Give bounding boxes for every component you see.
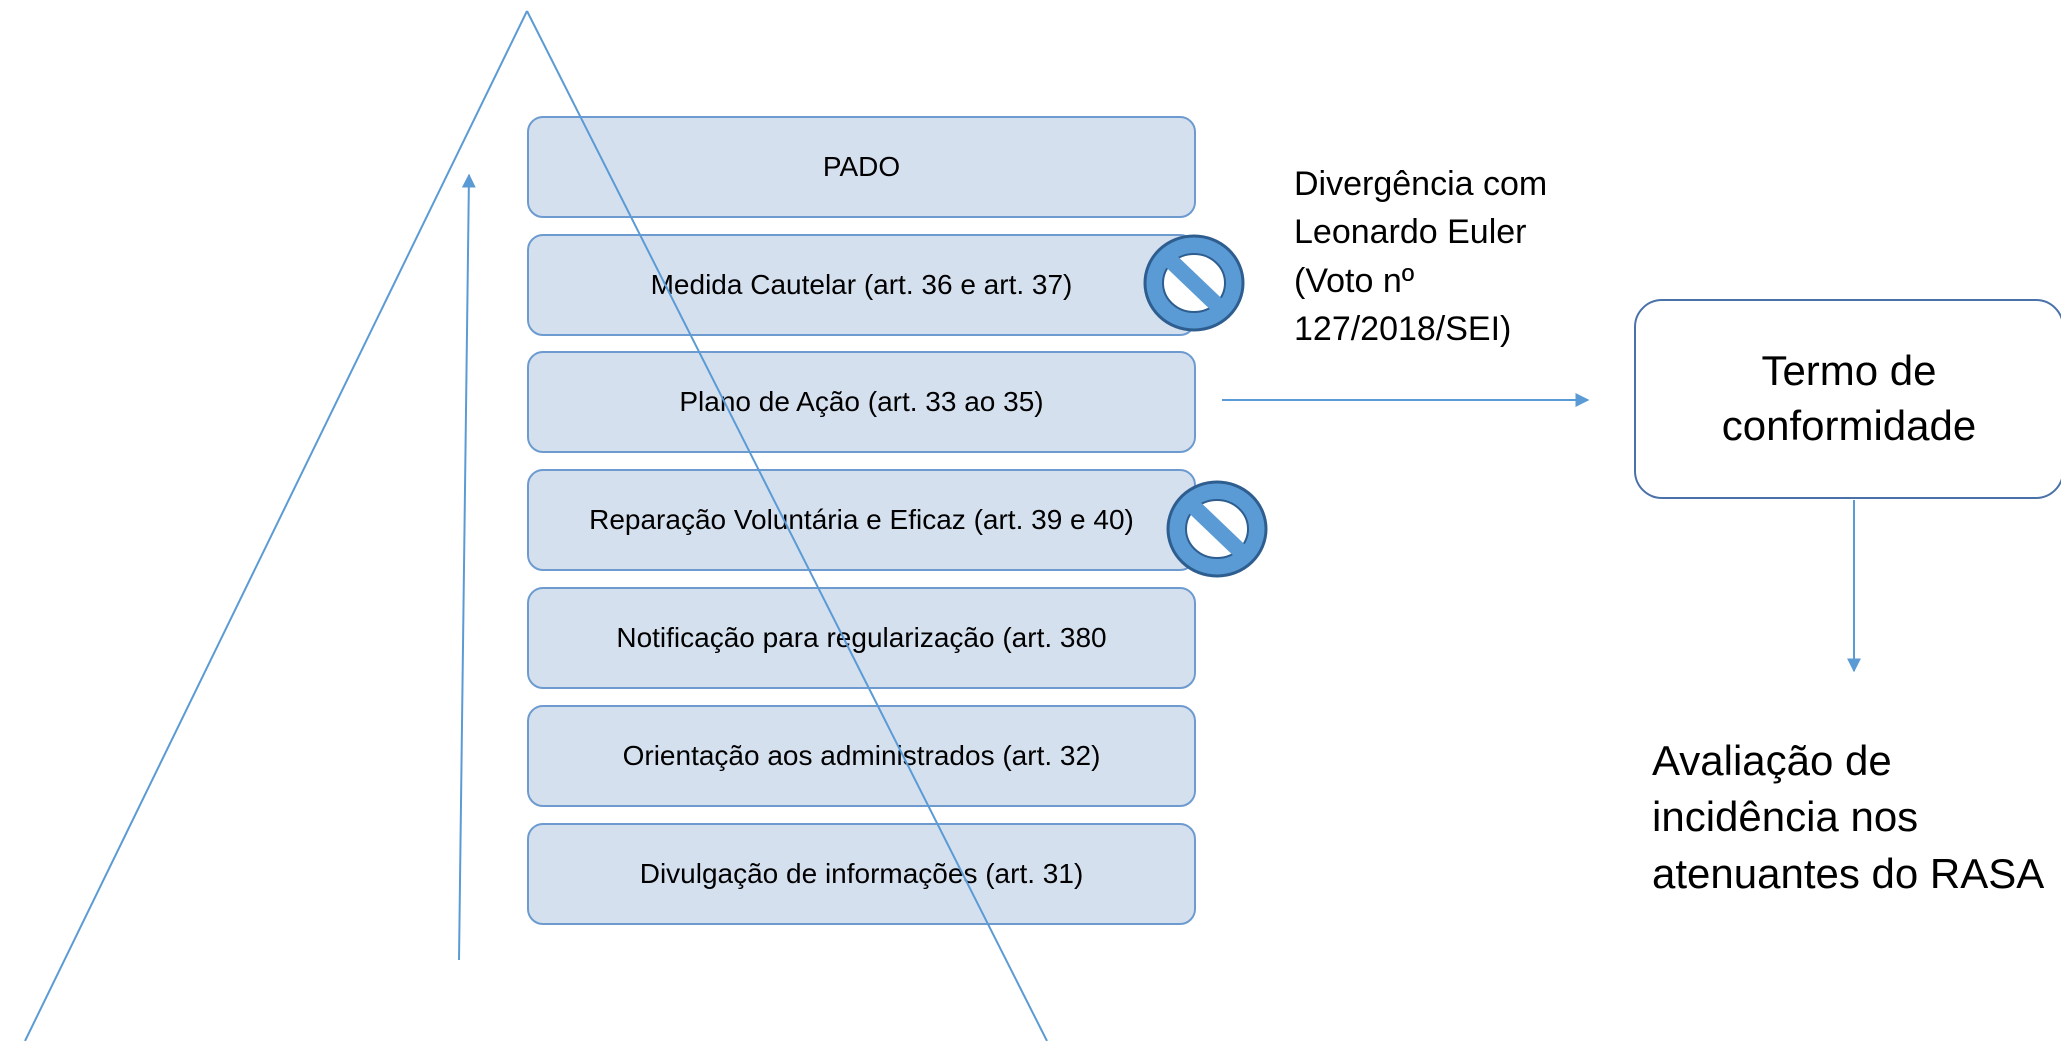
level-label: Medida Cautelar (art. 36 e art. 37) [650, 269, 1073, 300]
level-label: Divulgação de informações (art. 31) [639, 858, 1084, 889]
level-label: Orientação aos administrados (art. 32) [622, 740, 1101, 771]
divergence-note: Divergência com Leonardo Euler (Voto nº … [1294, 160, 1594, 353]
up-arrow-icon [458, 173, 476, 961]
level-label: PADO [822, 151, 901, 182]
level-divulgacao: Divulgação de informações (art. 31) [527, 823, 1196, 925]
prohibition-icon [1166, 480, 1268, 578]
level-label: Notificação para regularização (art. 380 [616, 622, 1107, 653]
conformity-term-label: Termo de conformidade [1721, 347, 1977, 449]
divergence-note-text: Divergência com Leonardo Euler (Voto nº … [1294, 165, 1548, 348]
level-medida-cautelar: Medida Cautelar (art. 36 e art. 37) [527, 234, 1196, 336]
level-label: Plano de Ação (art. 33 ao 35) [679, 386, 1044, 417]
evaluation-text: Avaliação de incidência nos atenuantes d… [1652, 733, 2061, 902]
conformity-term-box: Termo de conformidade [1634, 299, 2061, 499]
level-reparacao-voluntaria: Reparação Voluntária e Eficaz (art. 39 e… [527, 469, 1196, 571]
level-notificacao: Notificação para regularização (art. 380 [527, 587, 1196, 689]
prohibition-icon [1143, 234, 1245, 332]
level-plano-de-acao: Plano de Ação (art. 33 ao 35) [527, 351, 1196, 453]
level-orientacao: Orientação aos administrados (art. 32) [527, 705, 1196, 807]
pyramid-left-side [24, 10, 528, 1041]
evaluation-text-label: Avaliação de incidência nos atenuantes d… [1652, 737, 2045, 897]
level-pado: PADO [527, 116, 1196, 218]
level-label: Reparação Voluntária e Eficaz (art. 39 e… [589, 504, 1134, 535]
